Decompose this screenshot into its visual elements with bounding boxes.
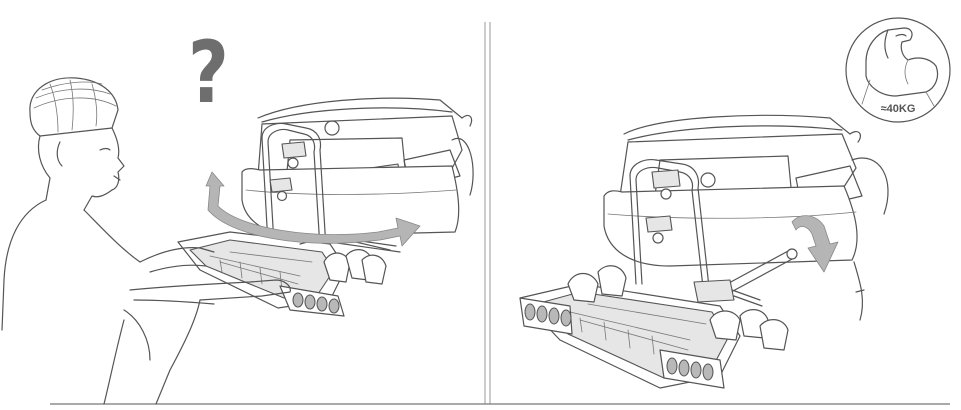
weight-badge: ≈40KG — [845, 17, 951, 123]
rotation-arrow-left — [205, 171, 421, 247]
left-panel: ? — [1, 22, 474, 405]
flexed-bicep-icon — [861, 27, 939, 107]
question-mark: ? — [188, 22, 229, 123]
panel-divider — [484, 22, 491, 404]
right-panel: ≈40KG — [519, 17, 951, 389]
person-figure — [1, 77, 291, 405]
weight-label: ≈40KG — [881, 103, 916, 115]
rotation-arrow-right — [791, 215, 839, 273]
bike-carrier-left — [177, 122, 401, 317]
car-rear-left — [241, 97, 474, 237]
bike-carrier-right — [519, 159, 798, 389]
